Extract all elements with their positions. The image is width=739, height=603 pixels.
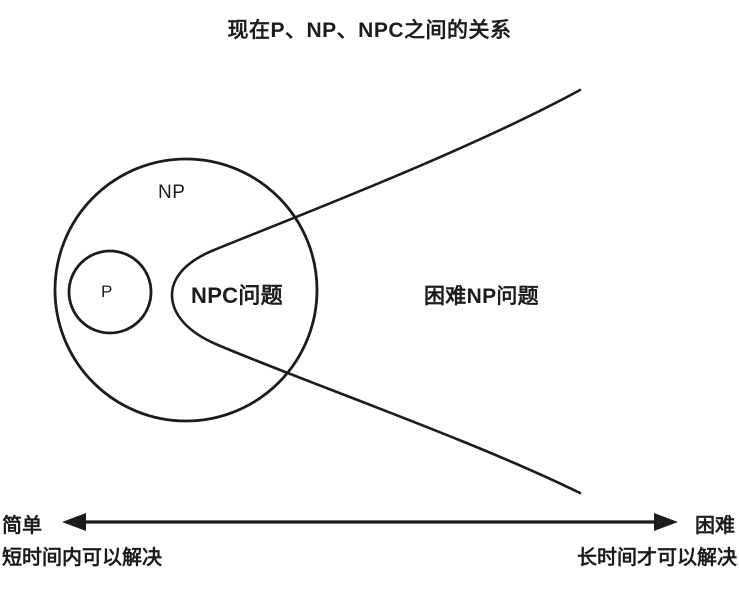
np-circle [53, 157, 319, 423]
npc-region-label: NPC问题 [191, 283, 283, 308]
axis-label-easy: 简单 [2, 515, 42, 537]
hard-np-region-label: 困难NP问题 [424, 285, 539, 308]
axis-arrowhead-right-icon [654, 513, 678, 531]
np-region-label: NP [158, 182, 186, 203]
page-title: 现在P、NP、NPC之间的关系 [227, 19, 512, 42]
np-hard-boundary-curve [170, 88, 582, 495]
axis-arrowhead-left-icon [62, 513, 86, 531]
axis-sublabel-easy: 短时间内可以解决 [2, 547, 162, 569]
p-circle [67, 249, 153, 335]
axis-sublabel-hard: 长时间才可以解决 [577, 547, 737, 569]
p-region-label: P [101, 282, 113, 301]
axis-label-hard: 困难 [695, 515, 735, 537]
